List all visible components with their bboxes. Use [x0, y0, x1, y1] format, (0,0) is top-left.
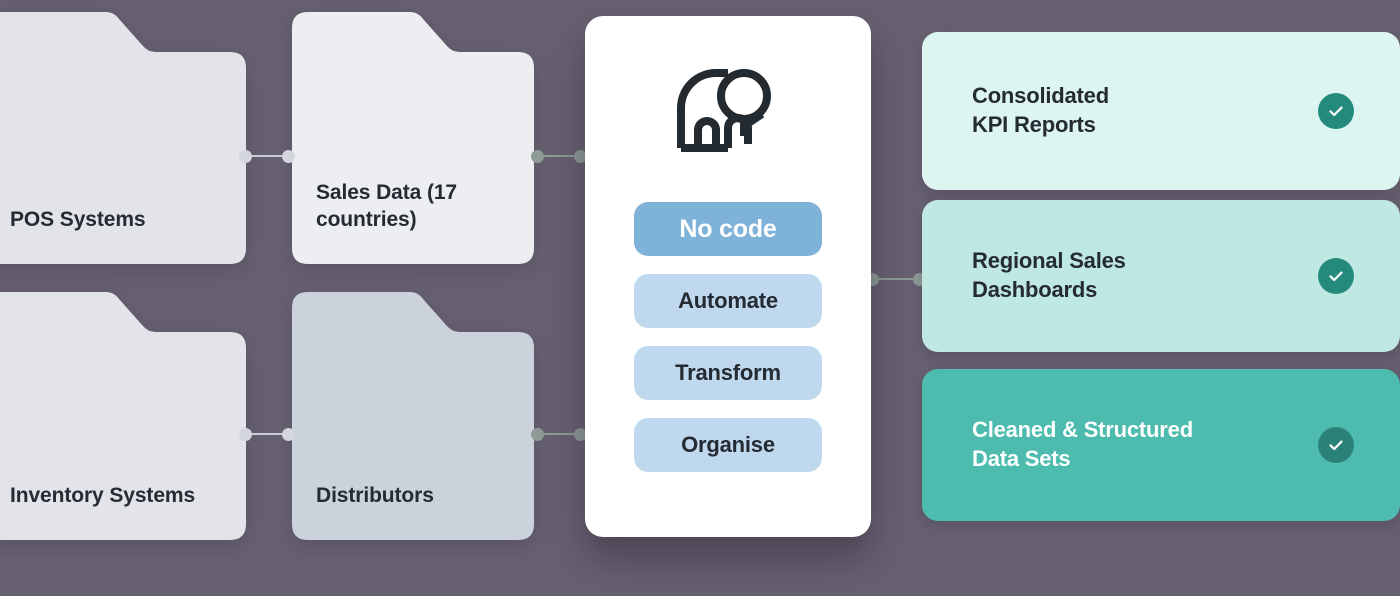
connector-inventory-to-distributors: [239, 427, 295, 441]
output-panel-label: Consolidated KPI Reports: [972, 82, 1109, 139]
hub-action-list: No code Automate Transform Organise: [634, 202, 822, 472]
folder-shape-icon: [292, 12, 534, 264]
connector-dot: [239, 427, 252, 441]
output-panel-clean-data-sets[interactable]: Cleaned & Structured Data Sets: [922, 369, 1400, 521]
folder-label: Sales Data (17 countries): [316, 181, 458, 232]
connector-dot: [282, 149, 295, 163]
source-folder-pos-systems[interactable]: POS Systems: [0, 12, 246, 264]
output-label-line-1: Consolidated: [972, 83, 1109, 109]
connector-dot: [282, 427, 295, 441]
hub-action-organise[interactable]: Organise: [634, 418, 822, 472]
check-circle-icon: [1318, 93, 1354, 129]
output-label-line-1: Regional Sales: [972, 248, 1126, 274]
output-panel-label: Regional Sales Dashboards: [972, 247, 1126, 304]
source-folder-inventory-systems[interactable]: Inventory Systems: [0, 292, 246, 540]
folder-shape-icon: [292, 292, 534, 540]
output-label-line-2: Dashboards: [972, 277, 1098, 302]
output-panel-kpi-reports[interactable]: Consolidated KPI Reports: [922, 32, 1400, 190]
folder-label: Inventory Systems: [10, 484, 196, 508]
connector-line: [252, 155, 282, 157]
output-label-line-2: Data Sets: [972, 446, 1071, 471]
source-folder-sales-data[interactable]: Sales Data (17 countries): [292, 12, 534, 264]
connector-line: [544, 433, 574, 435]
check-circle-icon: [1318, 258, 1354, 294]
connector-hub-to-outputs: [866, 272, 926, 286]
folder-shape-icon: [0, 292, 246, 540]
connector-dot: [239, 149, 252, 163]
source-folder-distributors[interactable]: Distributors: [292, 292, 534, 540]
connector-pos-to-sales: [239, 149, 295, 163]
connector-dot: [574, 427, 587, 441]
connector-sales-to-hub: [531, 149, 587, 163]
output-label-line-1: Cleaned & Structured: [972, 417, 1193, 443]
folder-label: POS Systems: [10, 208, 146, 232]
connector-dot: [574, 149, 587, 163]
output-label-line-2: KPI Reports: [972, 112, 1096, 137]
elephant-logo-icon: [677, 69, 771, 152]
connector-dot: [531, 427, 544, 441]
hub-action-no-code[interactable]: No code: [634, 202, 822, 256]
hub-action-automate[interactable]: Automate: [634, 274, 822, 328]
connector-dot: [531, 149, 544, 163]
connector-line: [544, 155, 574, 157]
output-panel-label: Cleaned & Structured Data Sets: [972, 416, 1193, 473]
processing-hub-card: No code Automate Transform Organise: [585, 16, 871, 537]
connector-line: [252, 433, 282, 435]
check-circle-icon: [1318, 427, 1354, 463]
hub-action-transform[interactable]: Transform: [634, 346, 822, 400]
folder-shape-icon: [0, 12, 246, 264]
connector-distributors-to-hub: [531, 427, 587, 441]
connector-line: [879, 278, 913, 280]
folder-label: Distributors: [316, 484, 434, 508]
output-panel-regional-dashboards[interactable]: Regional Sales Dashboards: [922, 200, 1400, 352]
